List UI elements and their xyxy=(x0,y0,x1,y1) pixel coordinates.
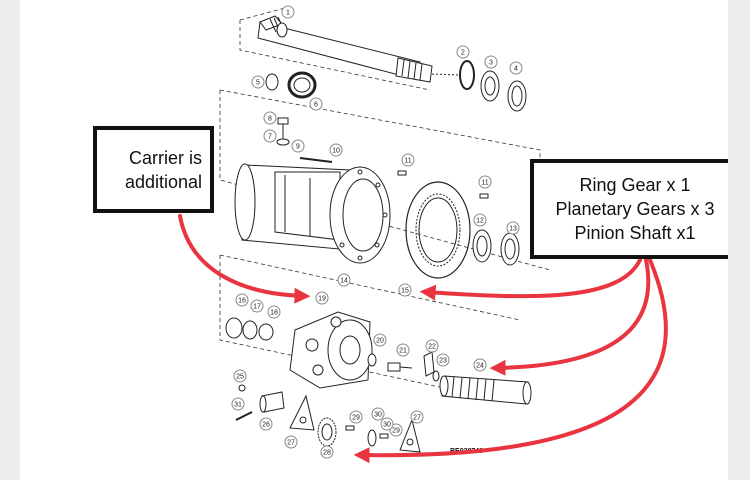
arrow-to-planet-gear xyxy=(353,258,668,464)
part-label: 27 xyxy=(410,410,424,424)
part-number: 31 xyxy=(234,402,242,409)
part-label: 24 xyxy=(473,358,487,372)
annotation-arrows xyxy=(178,214,668,464)
part-number: 29 xyxy=(392,428,400,435)
part-label: 6 xyxy=(309,97,323,111)
part-label: 19 xyxy=(315,291,329,305)
part-label: 14 xyxy=(337,273,351,287)
part-label: 22 xyxy=(425,339,439,353)
part-number-labels: 1 2 3 4 5 6 7 8 9 10 11 11 12 13 14 15 1… xyxy=(231,5,523,459)
part-label: 1 xyxy=(281,5,295,19)
part-number: 28 xyxy=(323,450,331,457)
part-label: 17 xyxy=(250,299,264,313)
part-number: 17 xyxy=(253,304,261,311)
part-label: 5 xyxy=(251,75,265,89)
arrow-to-carrier xyxy=(178,214,311,304)
part-number: 5 xyxy=(256,80,260,87)
part-bolts-upper xyxy=(276,117,333,163)
part-label: 29 xyxy=(349,410,363,424)
callout-line: Ring Gear x 1 xyxy=(579,175,691,195)
part-number: 9 xyxy=(296,144,300,151)
part-lower-bolts xyxy=(235,384,285,421)
part-label: 27 xyxy=(284,435,298,449)
callout-line: Planetary Gears x 3 xyxy=(555,199,715,219)
part-washers xyxy=(225,317,274,341)
part-number: 26 xyxy=(262,422,270,429)
part-number: 27 xyxy=(287,440,295,447)
callout-line: Pinion Shaft x1 xyxy=(574,223,696,243)
part-label: 11 xyxy=(401,153,415,167)
part-planet-gears xyxy=(289,394,421,453)
part-label: 30 xyxy=(380,417,394,431)
part-pins-bearings xyxy=(397,170,520,266)
callout-line: Carrier is xyxy=(128,147,202,168)
part-label: 30 xyxy=(371,407,385,421)
part-label: 8 xyxy=(263,111,277,125)
part-number: 11 xyxy=(404,158,411,165)
part-number: 4 xyxy=(514,66,518,73)
part-number: 22 xyxy=(428,344,436,351)
part-label: 10 xyxy=(329,143,343,157)
part-number: 8 xyxy=(268,116,272,123)
part-label: 20 xyxy=(373,333,387,347)
part-number: 20 xyxy=(376,338,384,345)
callout-carrier-additional: Carrier is additional xyxy=(93,126,214,213)
part-label: 11 xyxy=(478,175,492,189)
callout-included-parts: Ring Gear x 1 Planetary Gears x 3 Pinion… xyxy=(530,159,728,259)
part-label: 3 xyxy=(484,55,498,69)
part-number: 12 xyxy=(476,218,484,225)
part-pinion-shaft xyxy=(439,375,532,405)
diagram-frame: 1 2 3 4 5 6 7 8 9 10 11 11 12 13 14 15 1… xyxy=(20,0,728,480)
part-number: 23 xyxy=(439,358,447,365)
part-number: 11 xyxy=(481,180,488,187)
dashed-outlines xyxy=(219,7,551,401)
part-number: 25 xyxy=(236,374,244,381)
part-number: 15 xyxy=(401,288,409,295)
part-label: 25 xyxy=(233,369,247,383)
part-label: 28 xyxy=(320,445,334,459)
part-number: 10 xyxy=(332,148,340,155)
part-label: 18 xyxy=(267,305,281,319)
part-number: 19 xyxy=(318,296,326,303)
part-label: 15 xyxy=(398,283,412,297)
arrow-to-pinion-shaft xyxy=(489,258,651,376)
callout-line: additional xyxy=(124,171,202,192)
part-number: 1 xyxy=(286,10,290,17)
part-label: 13 xyxy=(506,221,520,235)
part-ring-gear xyxy=(405,181,471,279)
part-number: 2 xyxy=(461,50,465,57)
part-number: 29 xyxy=(352,415,360,422)
part-number: 13 xyxy=(509,226,517,233)
part-number: 21 xyxy=(399,348,407,355)
part-number: 7 xyxy=(268,134,272,141)
part-number: 6 xyxy=(314,102,318,109)
part-seals xyxy=(265,71,317,99)
part-number: 14 xyxy=(340,278,348,285)
part-carrier xyxy=(289,311,373,389)
part-shaft xyxy=(257,15,433,83)
part-number: 18 xyxy=(270,310,278,317)
part-number: 3 xyxy=(489,60,493,67)
part-label: 29 xyxy=(389,423,403,437)
part-number: 30 xyxy=(383,422,391,429)
part-label: 2 xyxy=(456,45,470,59)
part-label: 12 xyxy=(473,213,487,227)
part-housing xyxy=(234,163,391,264)
part-label: 7 xyxy=(263,129,277,143)
part-small-fasteners xyxy=(367,351,440,382)
part-label: 23 xyxy=(436,353,450,367)
part-number: 24 xyxy=(476,363,484,370)
part-label: 21 xyxy=(396,343,410,357)
part-number: 16 xyxy=(238,298,246,305)
part-label: 31 xyxy=(231,397,245,411)
part-number: 27 xyxy=(413,415,421,422)
part-label: 4 xyxy=(509,61,523,75)
part-label: 16 xyxy=(235,293,249,307)
exploded-parts-diagram: 1 2 3 4 5 6 7 8 9 10 11 11 12 13 14 15 1… xyxy=(178,5,668,464)
part-rings-upper xyxy=(431,60,527,112)
arrow-to-ring-gear xyxy=(419,258,642,301)
part-label: 26 xyxy=(259,417,273,431)
part-number: 30 xyxy=(374,412,382,419)
part-label: 9 xyxy=(291,139,305,153)
